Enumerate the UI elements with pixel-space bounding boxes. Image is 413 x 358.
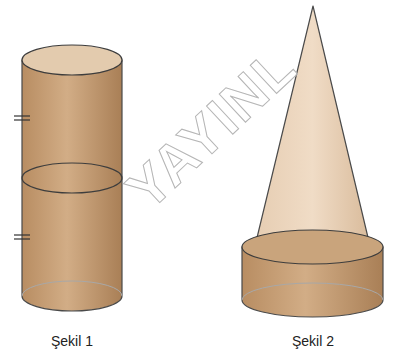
figure-caption: Şekil 1	[51, 334, 93, 349]
figure-caption: Şekil 2	[292, 334, 334, 349]
stacked-cylinders	[14, 45, 122, 311]
equal-marks	[14, 116, 30, 239]
watermark-text: YAYINL	[115, 35, 308, 221]
